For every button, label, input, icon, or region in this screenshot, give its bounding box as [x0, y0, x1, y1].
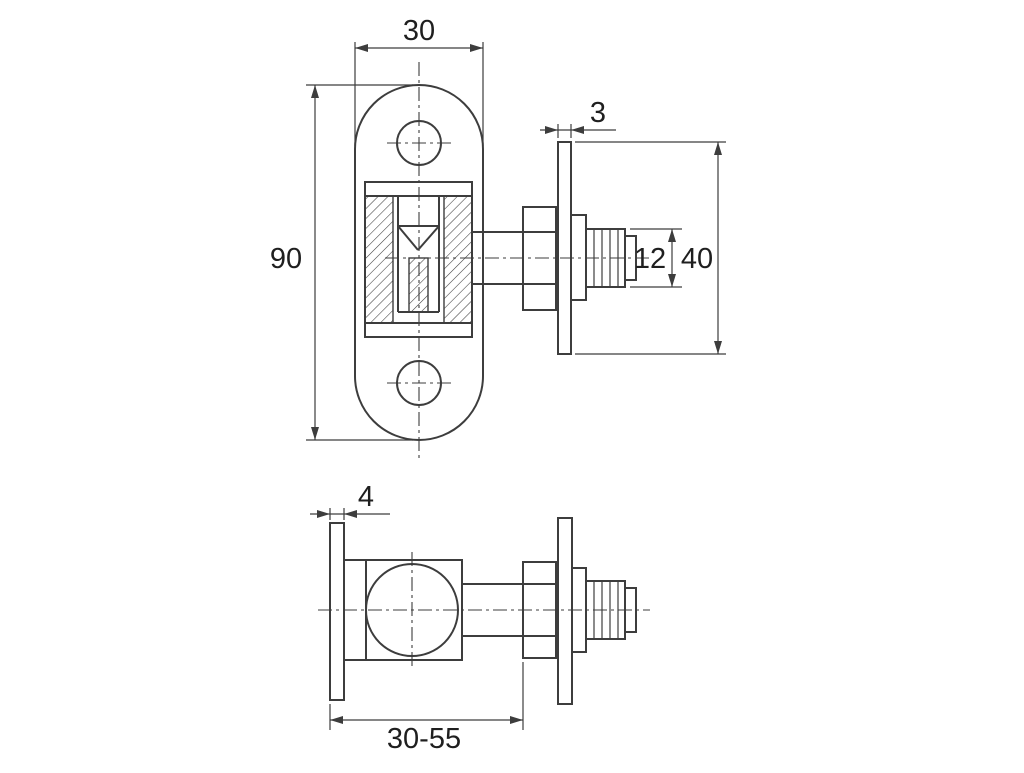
- dim-label-back-plate-thickness: 3: [590, 97, 606, 129]
- side-bracket-plate: [329, 522, 345, 701]
- back-plate: [557, 141, 572, 355]
- dim-label-back-plate-height: 40: [681, 243, 713, 275]
- dim-label-plate-height: 90: [270, 243, 302, 275]
- dim-label-plate-width: 30: [403, 15, 435, 47]
- side-view: [318, 517, 650, 705]
- housing-section-left: [364, 195, 394, 324]
- dim-bracket-thickness: 4: [310, 481, 390, 520]
- hinge-pin: [397, 196, 440, 313]
- dim-back-plate-thickness: 3: [540, 97, 616, 138]
- dim-adjustment-range: 30-55: [329, 662, 524, 755]
- front-view-dimensions: 30 90 3: [270, 15, 726, 441]
- side-view-centerlines: [318, 552, 650, 668]
- front-view-centerlines: [385, 62, 650, 458]
- side-view-dimensions: 4 30-55: [310, 481, 524, 755]
- dim-label-adjustment-range: 30-55: [387, 723, 461, 755]
- dim-plate-width: 30: [354, 15, 484, 146]
- housing-section-right: [443, 195, 473, 324]
- dim-plate-height: 90: [270, 84, 413, 441]
- dim-bolt-diameter: 12: [630, 228, 682, 288]
- dim-label-bracket-thickness: 4: [358, 481, 374, 513]
- bolt-assembly-side: [462, 517, 637, 705]
- bolt-assembly-front: [472, 141, 637, 355]
- dim-back-plate-height: 40: [575, 141, 726, 355]
- back-plate-side: [557, 517, 573, 705]
- dim-label-bolt-diameter: 12: [634, 243, 666, 275]
- front-view: [354, 62, 650, 458]
